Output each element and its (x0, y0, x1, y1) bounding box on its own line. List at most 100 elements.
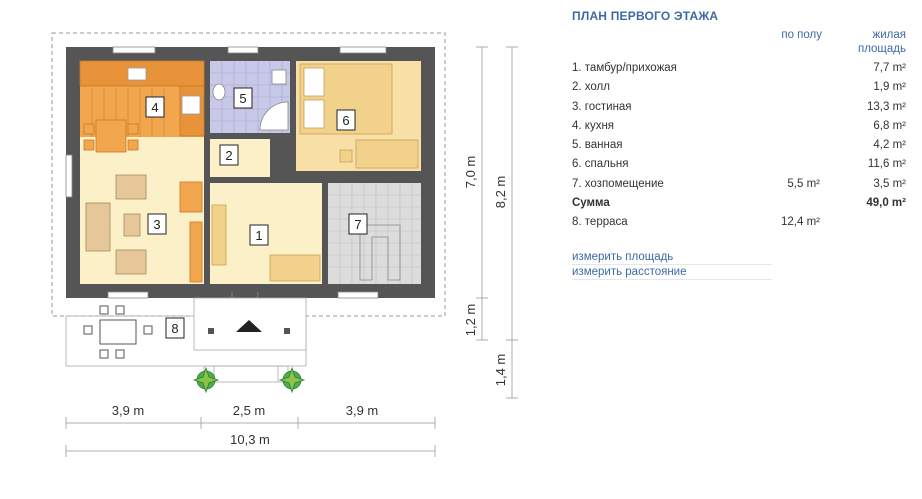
column-header-living: жилая площадь (857, 29, 906, 55)
table-row: 1. тамбур/прихожая 7,7 m² (572, 60, 906, 79)
room-number: 8 (171, 321, 178, 336)
post (284, 328, 290, 334)
chair (99, 349, 109, 359)
dimension-label: 3,9 m (346, 403, 379, 418)
room-hall (210, 139, 270, 177)
entry-arrow (236, 320, 262, 332)
chair (127, 123, 139, 135)
room-label-5: 5 (233, 87, 253, 109)
measure-area-link[interactable]: измерить площадь (572, 250, 772, 265)
plant-icon (192, 366, 220, 394)
dimension-lines-bottom (65, 417, 436, 457)
dimension-label: 10,3 m (230, 432, 270, 447)
stairs (211, 204, 227, 266)
stove (181, 95, 201, 115)
room-name: 7. хозпомещение (572, 177, 664, 190)
table-row: 8. терраса 12,4 m² (572, 214, 906, 233)
chair (83, 123, 95, 135)
living-area: 49,0 m² (866, 197, 906, 210)
table-row: 5. ванная 4,2 m² (572, 137, 906, 156)
living-area: 3,5 m² (873, 177, 906, 190)
utility-tiles (328, 183, 421, 284)
shower (259, 101, 289, 131)
area-table: 1. тамбур/прихожая 7,7 m² 2. холл 1,9 m²… (572, 60, 906, 234)
table-row: 7. хозпомещение 5,5 m² 3,5 m² (572, 176, 906, 195)
room-label-8: 8 (165, 317, 185, 339)
measure-distance-link[interactable]: измерить расстояние (572, 265, 772, 280)
armchair (115, 249, 147, 275)
living-area: 11,6 m² (867, 158, 906, 171)
sofa (85, 202, 111, 252)
room-name: 6. спальня (572, 158, 629, 171)
entry-bench (269, 254, 321, 282)
area-panel: ПЛАН ПЕРВОГО ЭТАЖА по полу жилая площадь… (566, 0, 912, 499)
window (339, 46, 387, 54)
window (65, 154, 73, 198)
window (227, 46, 259, 54)
nightstand (339, 149, 353, 163)
table-row-total: Сумма 49,0 m² (572, 195, 906, 214)
window (112, 46, 156, 54)
chair (127, 139, 139, 151)
chair (99, 305, 109, 315)
window (107, 291, 149, 299)
floor-plan: 1 2 3 4 5 6 7 8 3,9 m 2,5 m 3,9 m (51, 32, 518, 457)
room-label-6: 6 (336, 109, 356, 131)
chair (83, 139, 95, 151)
dimension-label: 8,2 m (493, 176, 508, 209)
room-utility (328, 183, 421, 284)
room-label-1: 1 (249, 224, 269, 246)
table-row: 3. гостиная 13,3 m² (572, 99, 906, 118)
chair (115, 349, 125, 359)
chair (115, 305, 125, 315)
room-number: 5 (239, 91, 246, 106)
dimension-label: 7,0 m (463, 156, 478, 189)
chair (83, 325, 93, 335)
table-row: 2. холл 1,9 m² (572, 79, 906, 98)
room-label-2: 2 (219, 144, 239, 166)
table-row: 4. кухня 6,8 m² (572, 118, 906, 137)
room-name: 1. тамбур/прихожая (572, 62, 677, 74)
room-number: 3 (153, 217, 160, 232)
room-number: 7 (354, 217, 361, 232)
wardrobe (355, 139, 419, 169)
room-label-7: 7 (348, 213, 368, 235)
room-name: 3. гостиная (572, 100, 632, 113)
dimension-label: 2,5 m (233, 403, 266, 418)
room-name: 8. терраса (572, 216, 628, 229)
room-number: 2 (225, 148, 232, 163)
dimension-label: 1,4 m (493, 354, 508, 387)
dimension-label: 3,9 m (112, 403, 145, 418)
armchair (115, 174, 147, 200)
column-header-floor: по полу (781, 29, 822, 41)
dimension-lines-right (476, 46, 518, 399)
room-name: 4. кухня (572, 119, 615, 132)
cabinet (189, 221, 203, 283)
post (208, 328, 214, 334)
dining-table (95, 119, 127, 153)
terrace-table (99, 319, 137, 345)
sink (127, 67, 147, 81)
floor-area: 12,4 m² (781, 216, 820, 229)
outer-boundary (51, 32, 446, 317)
washbasin (271, 69, 287, 85)
living-area: 7,7 m² (873, 62, 906, 74)
room-label-3: 3 (147, 213, 167, 235)
window (337, 291, 379, 299)
utility-stairs (359, 224, 401, 281)
room-label-4: 4 (145, 96, 165, 118)
room-name: 2. холл (572, 81, 610, 94)
room-number: 1 (255, 228, 262, 243)
room-name: Сумма (572, 197, 610, 210)
room-number: 4 (151, 100, 158, 115)
room-name: 5. ванная (572, 139, 623, 152)
table-row: 6. спальня 11,6 m² (572, 156, 906, 175)
fireplace (179, 181, 203, 213)
coffee-table (123, 213, 141, 237)
pillow (303, 67, 325, 97)
floor-area: 5,5 m² (787, 177, 820, 190)
toilet (212, 83, 226, 101)
room-number: 6 (342, 113, 349, 128)
chair (143, 325, 153, 335)
plant-icon (278, 366, 306, 394)
